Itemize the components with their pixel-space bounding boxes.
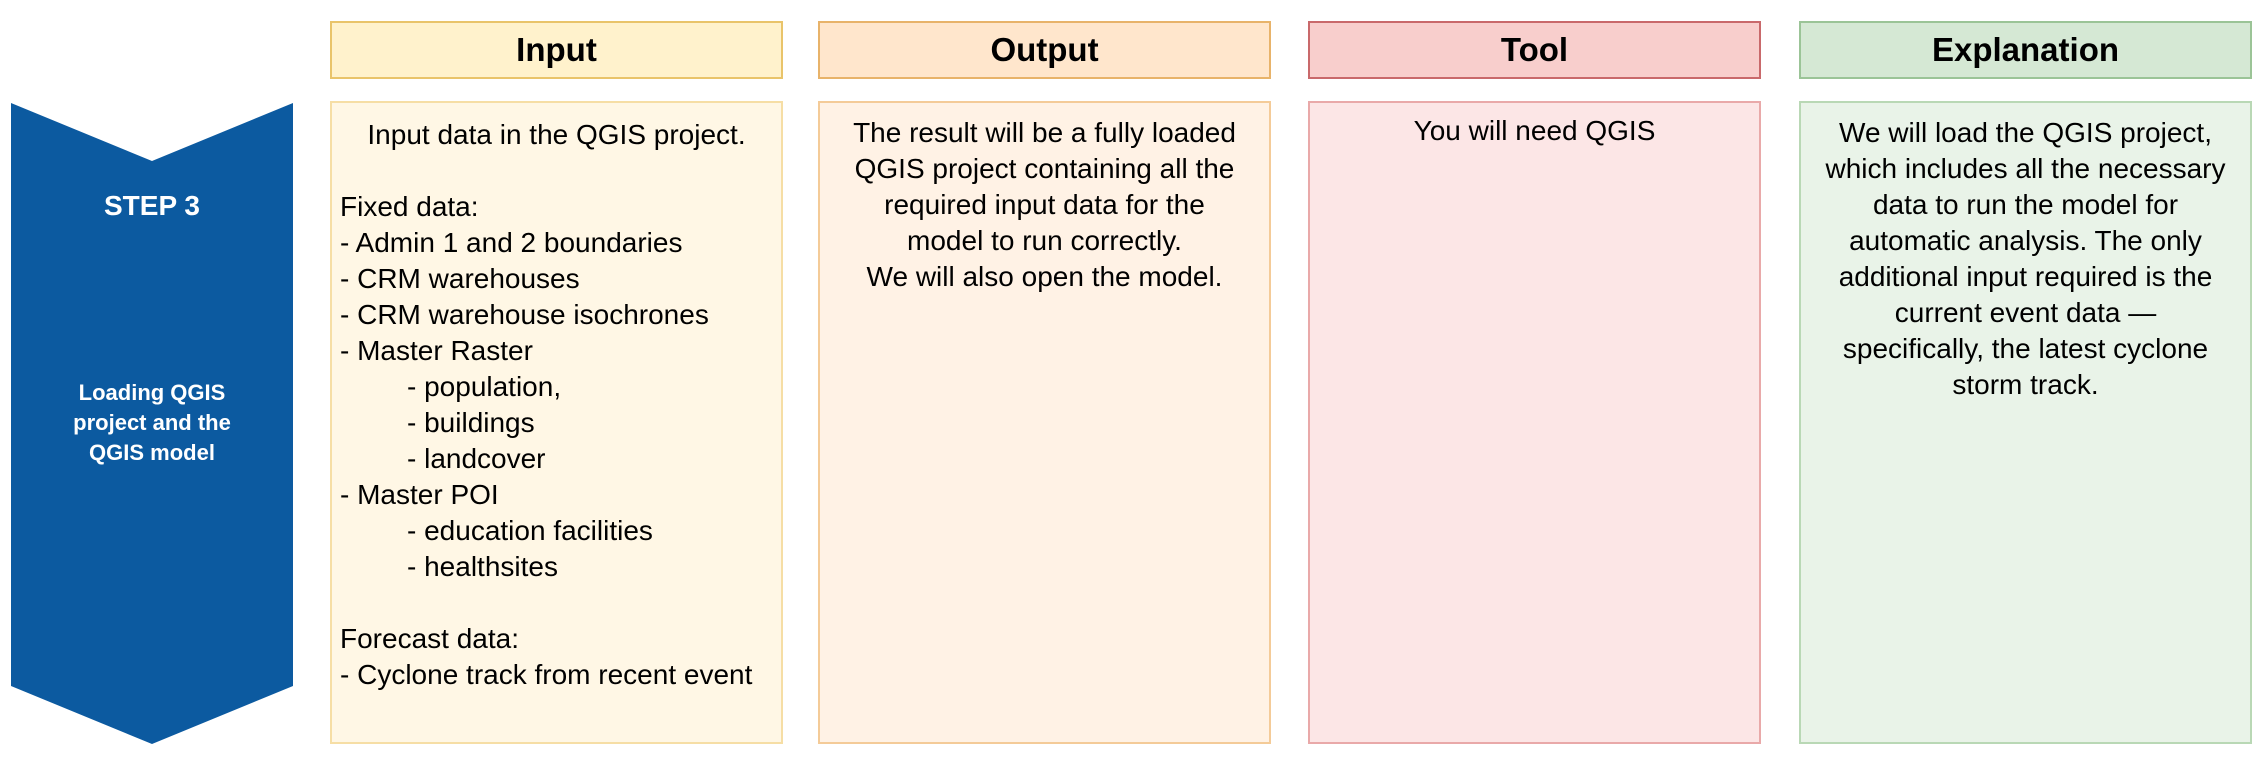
spacer: [340, 153, 781, 189]
input-line-cyclone: - Cyclone track from recent event: [340, 659, 753, 690]
tool-header: Tool: [1308, 21, 1761, 79]
output-line: model to run correctly.: [907, 225, 1182, 256]
explanation-header: Explanation: [1799, 21, 2252, 79]
input-line-forecast: Forecast data:: [340, 623, 519, 654]
tool-panel: You will need QGIS: [1308, 101, 1761, 744]
output-line: QGIS project containing all the: [854, 153, 1235, 184]
step-number: STEP 3: [104, 190, 200, 221]
input-line-master-poi: - Master POI: [340, 479, 499, 510]
input-line-landcover: - landcover: [407, 443, 546, 474]
tool-text: You will need QGIS: [1413, 115, 1656, 146]
explanation-line: which includes all the necessary: [1825, 153, 2226, 184]
explanation-panel: We will load the QGIS project, which inc…: [1799, 101, 2252, 744]
explanation-line: specifically, the latest cyclone: [1842, 333, 2209, 364]
explanation-line: additional input required is the: [1838, 261, 2213, 292]
step-title: Loading QGIS project and the QGIS model: [73, 380, 231, 465]
explanation-line: automatic analysis. The only: [1849, 225, 2202, 256]
input-line-buildings: - buildings: [407, 407, 535, 438]
step-chevron: [11, 103, 293, 744]
output-panel: The result will be a fully loaded QGIS p…: [818, 101, 1271, 744]
input-line-master-raster: - Master Raster: [340, 335, 533, 366]
output-line: required input data for the: [884, 189, 1205, 220]
input-line-isochrones: - CRM warehouse isochrones: [340, 299, 709, 330]
input-line-healthsites: - healthsites: [407, 551, 558, 582]
step-chevron-shape: [11, 103, 293, 744]
input-panel: Input data in the QGIS project. Fixed da…: [330, 101, 783, 744]
explanation-line: storm track.: [1952, 369, 2099, 400]
output-line: We will also open the model.: [866, 261, 1223, 292]
spacer: [340, 585, 781, 621]
input-line-fixed-data: Fixed data:: [340, 191, 479, 222]
input-line-education: - education facilities: [407, 515, 653, 546]
explanation-line: We will load the QGIS project,: [1839, 117, 2212, 148]
input-intro: Input data in the QGIS project.: [367, 119, 746, 150]
input-line-warehouses: - CRM warehouses: [340, 263, 580, 294]
input-header: Input: [330, 21, 783, 79]
explanation-line: current event data —: [1894, 297, 2157, 328]
output-line: The result will be a fully loaded: [853, 117, 1236, 148]
output-header: Output: [818, 21, 1271, 79]
explanation-line: data to run the model for: [1872, 189, 2179, 220]
input-line-population: - population,: [407, 371, 562, 402]
input-line-admin: - Admin 1 and 2 boundaries: [340, 227, 683, 258]
